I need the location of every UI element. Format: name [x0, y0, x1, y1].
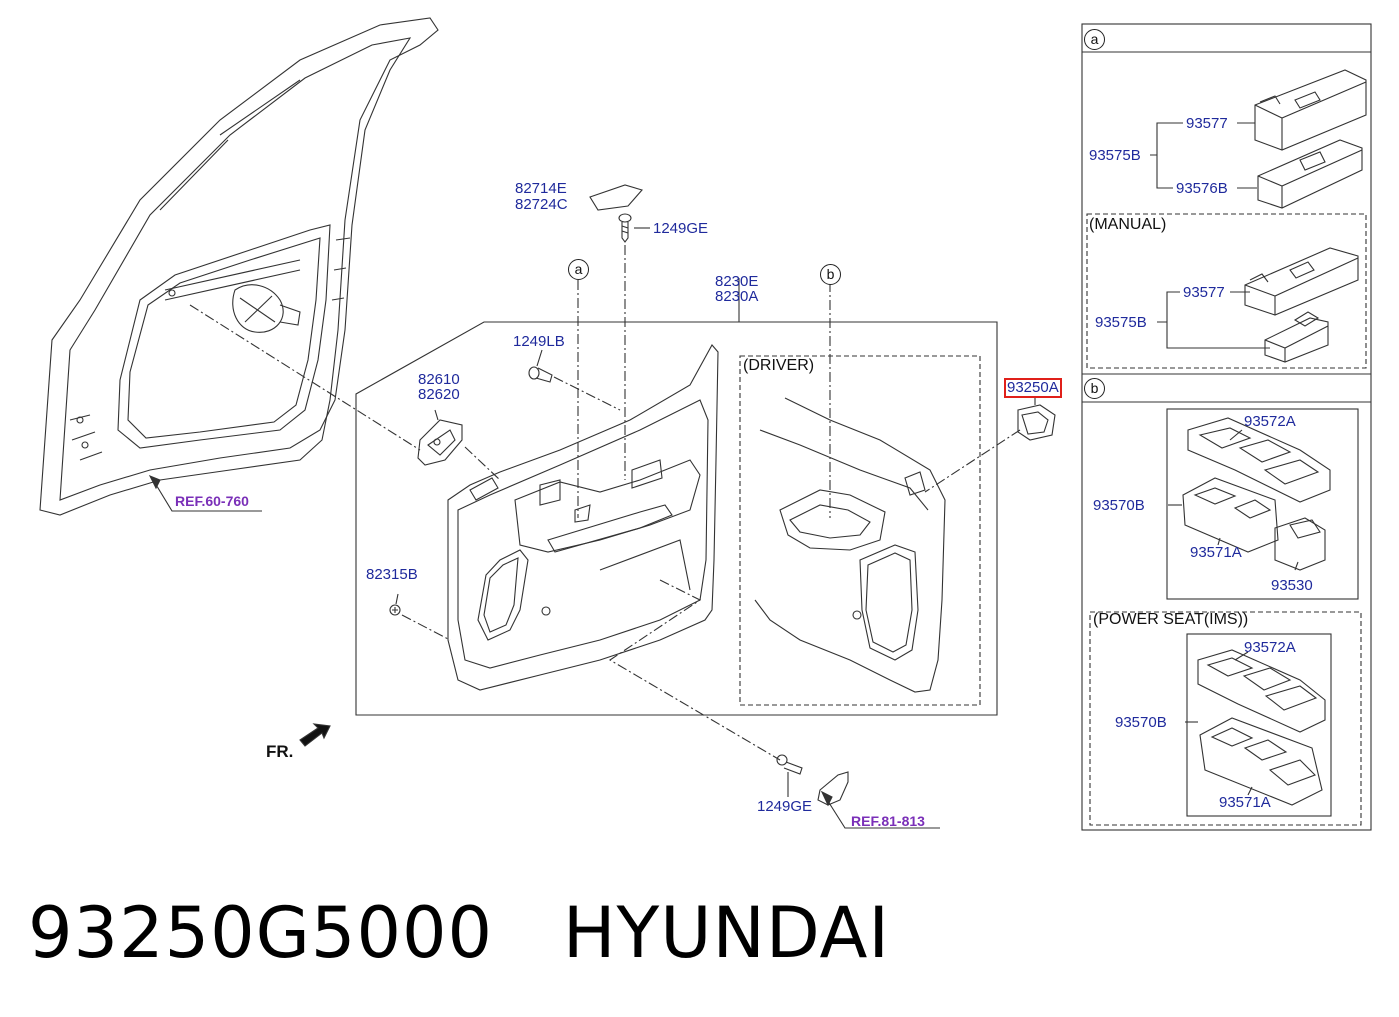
switch-93571a [1182, 477, 1279, 553]
manual-label-93577: 93577 [1183, 284, 1225, 301]
label-8230e: 8230E [715, 273, 759, 290]
switch-group-box [1166, 408, 1359, 600]
marker-a: a [568, 259, 589, 280]
ps-switch-93571a [1199, 717, 1323, 806]
power-seat-label-93572a: 93572A [1244, 639, 1296, 656]
switch-93576b [1257, 139, 1363, 209]
label-8230a: 8230A [715, 288, 759, 305]
label-1249ge-bottom: 1249GE [757, 798, 813, 815]
front-indicator: FR. [266, 742, 294, 761]
label-93575b: 93575B [1089, 147, 1141, 164]
ps-switch-93572a [1197, 649, 1326, 733]
label-1249lb: 1249LB [513, 333, 565, 350]
power-seat-title: (POWER SEAT(IMS)) [1093, 611, 1249, 628]
marker-b: b [820, 264, 841, 285]
manual-box [1086, 213, 1367, 369]
driver-trim-panel [754, 397, 946, 693]
label-93577: 93577 [1186, 115, 1228, 132]
switch-93572a [1187, 417, 1331, 503]
screw-1249lb [528, 366, 553, 383]
manual-switch-93577 [1244, 247, 1359, 316]
door-frame [39, 17, 439, 516]
label-93570b: 93570B [1093, 497, 1145, 514]
right-panel-box [1081, 23, 1372, 831]
footer-caption: 93250G5000 HYUNDAI [28, 888, 890, 978]
handle-82610 [417, 419, 463, 466]
switch-93250a [1017, 404, 1056, 441]
label-93571a: 93571A [1190, 544, 1242, 561]
label-82315b: 82315B [366, 566, 418, 583]
fr-arrow-icon [299, 723, 331, 747]
ref-81-813[interactable]: REF.81-813 [851, 813, 925, 829]
section-b-marker: b [1084, 378, 1105, 399]
manual-title: (MANUAL) [1089, 216, 1167, 233]
driver-box [739, 355, 981, 706]
label-93576b: 93576B [1176, 180, 1228, 197]
switch-93577 [1254, 69, 1367, 151]
clip-82315b [389, 604, 401, 616]
driver-label: (DRIVER) [743, 357, 815, 374]
door-trim-panel [447, 344, 719, 691]
power-seat-inner-box [1186, 633, 1332, 817]
screw-1249ge-top [618, 213, 632, 243]
label-1249ge-top: 1249GE [653, 220, 709, 237]
label-93530: 93530 [1271, 577, 1313, 594]
footer-brand: HYUNDAI [562, 892, 891, 974]
ref-60-760[interactable]: REF.60-760 [175, 493, 249, 509]
screw-1249ge-bottom [776, 754, 803, 775]
bracket-ref-81-813 [817, 771, 849, 806]
label-93250a-highlighted[interactable]: 93250A [1004, 378, 1062, 398]
power-seat-box [1089, 611, 1362, 826]
power-seat-label-93571a: 93571A [1219, 794, 1271, 811]
section-a-marker: a [1084, 29, 1105, 50]
trim-assembly-box [355, 321, 998, 716]
label-82714e: 82714E [515, 180, 567, 197]
power-seat-label-93570b: 93570B [1115, 714, 1167, 731]
label-93572a: 93572A [1244, 413, 1296, 430]
manual-label-93575b: 93575B [1095, 314, 1147, 331]
switch-93530 [1274, 517, 1326, 571]
label-82620: 82620 [418, 386, 460, 403]
ref-60-760-leader [154, 482, 262, 512]
manual-switch-knob [1264, 311, 1329, 363]
label-82610: 82610 [418, 371, 460, 388]
label-82724c: 82724C [515, 196, 568, 213]
pad-82714e [589, 184, 643, 211]
footer-part-number: 93250G5000 [28, 892, 494, 974]
